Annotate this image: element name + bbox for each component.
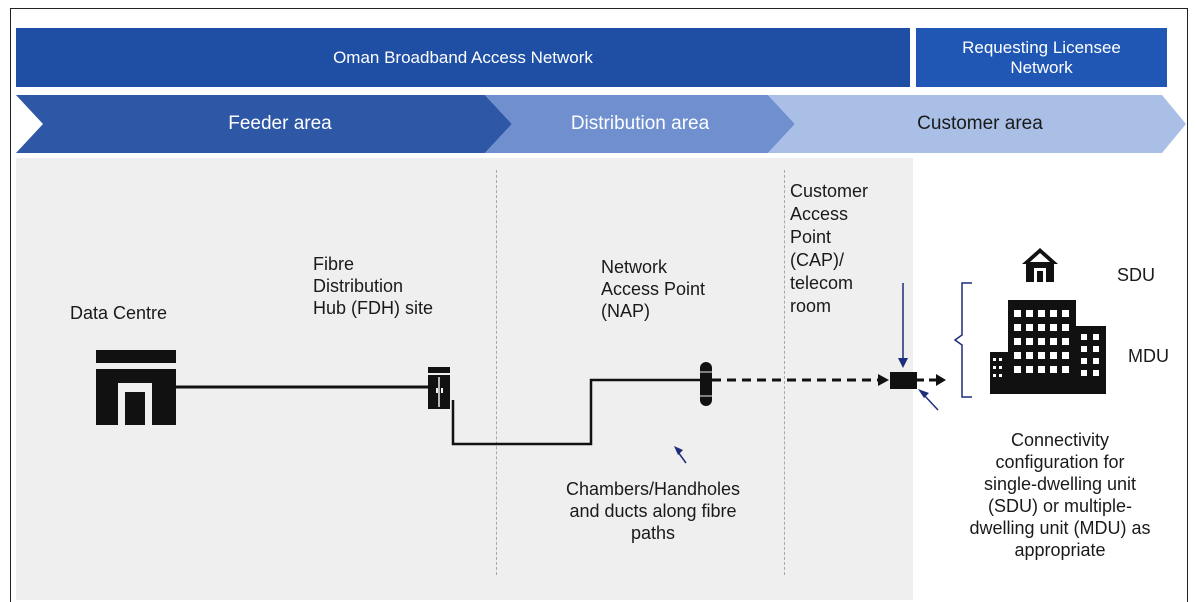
mdu-label: MDU — [1128, 346, 1169, 366]
fdh-cabinet-icon — [428, 367, 450, 409]
data-centre-label: Data Centre — [70, 303, 168, 323]
sdu-house-icon — [1022, 248, 1058, 282]
connectivity-pointer-arrow — [918, 389, 939, 411]
chambers-line: and ducts along fibre — [569, 501, 737, 521]
connectivity-line: configuration for — [995, 452, 1125, 472]
chambers-line: Chambers/Handholes — [565, 479, 741, 499]
cap-box-icon — [890, 372, 917, 389]
cap-label-line: (CAP)/ — [790, 250, 844, 270]
fdh-label-line: Distribution — [313, 276, 404, 296]
feeder-area-arrow — [16, 95, 512, 153]
connectivity-line: single-dwelling unit — [983, 474, 1137, 494]
cap-label-line: Access — [790, 204, 849, 224]
connectivity-line: Connectivity — [1010, 430, 1110, 450]
chambers-pointer-arrow — [674, 446, 687, 464]
oman-broadband-access-network-banner: Oman Broadband Access Network — [16, 28, 910, 87]
cap-label-line: room — [790, 296, 832, 316]
nap-closure-icon — [700, 362, 712, 406]
feeder-area-label: Feeder area — [228, 113, 332, 134]
cap-label: Customer Access Point (CAP)/ telecom roo… — [790, 180, 868, 318]
distribution-area-label: Distribution area — [570, 113, 710, 134]
connectivity-annotation: Connectivity configuration for single-dw… — [935, 429, 1185, 561]
licensee-title: Requesting Licensee Network — [962, 37, 1121, 77]
nap-label-line: Access Point — [601, 279, 706, 299]
connectivity-line: appropriate — [1014, 540, 1106, 560]
data-centre-icon — [96, 350, 176, 425]
dwelling-bracket — [953, 282, 972, 398]
feeder-distribution-divider — [496, 170, 497, 575]
chambers-line: paths — [630, 523, 676, 543]
nap-label-line: Network — [601, 257, 668, 277]
oban-title: Oman Broadband Access Network — [333, 47, 593, 67]
distribution-area-arrow — [485, 95, 795, 153]
drop-cable-arrowhead — [878, 374, 889, 386]
distribution-fibre-path — [451, 378, 700, 446]
fdh-label-line: Fibre — [313, 254, 355, 274]
distribution-customer-divider — [784, 170, 785, 575]
cap-label-line: Point — [790, 227, 832, 247]
diagram-frame — [10, 8, 1188, 602]
cap-label-line: Customer — [790, 181, 869, 201]
connectivity-line: (SDU) or multiple- — [987, 496, 1133, 516]
customer-area-label: Customer area — [917, 113, 1043, 134]
cap-to-building-arrowhead — [936, 374, 946, 386]
nap-label: Network Access Point (NAP) — [601, 256, 705, 322]
cap-label-line: telecom — [790, 273, 854, 293]
fdh-label: Fibre Distribution Hub (FDH) site — [313, 253, 433, 319]
chambers-annotation: Chambers/Handholes and ducts along fibre… — [528, 478, 778, 544]
cap-pointer-arrow — [898, 283, 908, 368]
nap-label-line: (NAP) — [601, 301, 650, 321]
connectivity-line: dwelling unit (MDU) as — [969, 518, 1151, 538]
fdh-label-line: Hub (FDH) site — [313, 298, 434, 318]
mdu-buildings-icon — [990, 300, 1106, 394]
sdu-label: SDU — [1117, 265, 1156, 285]
requesting-licensee-network-banner: Requesting Licensee Network — [916, 28, 1167, 87]
customer-area-arrow — [768, 95, 1186, 153]
